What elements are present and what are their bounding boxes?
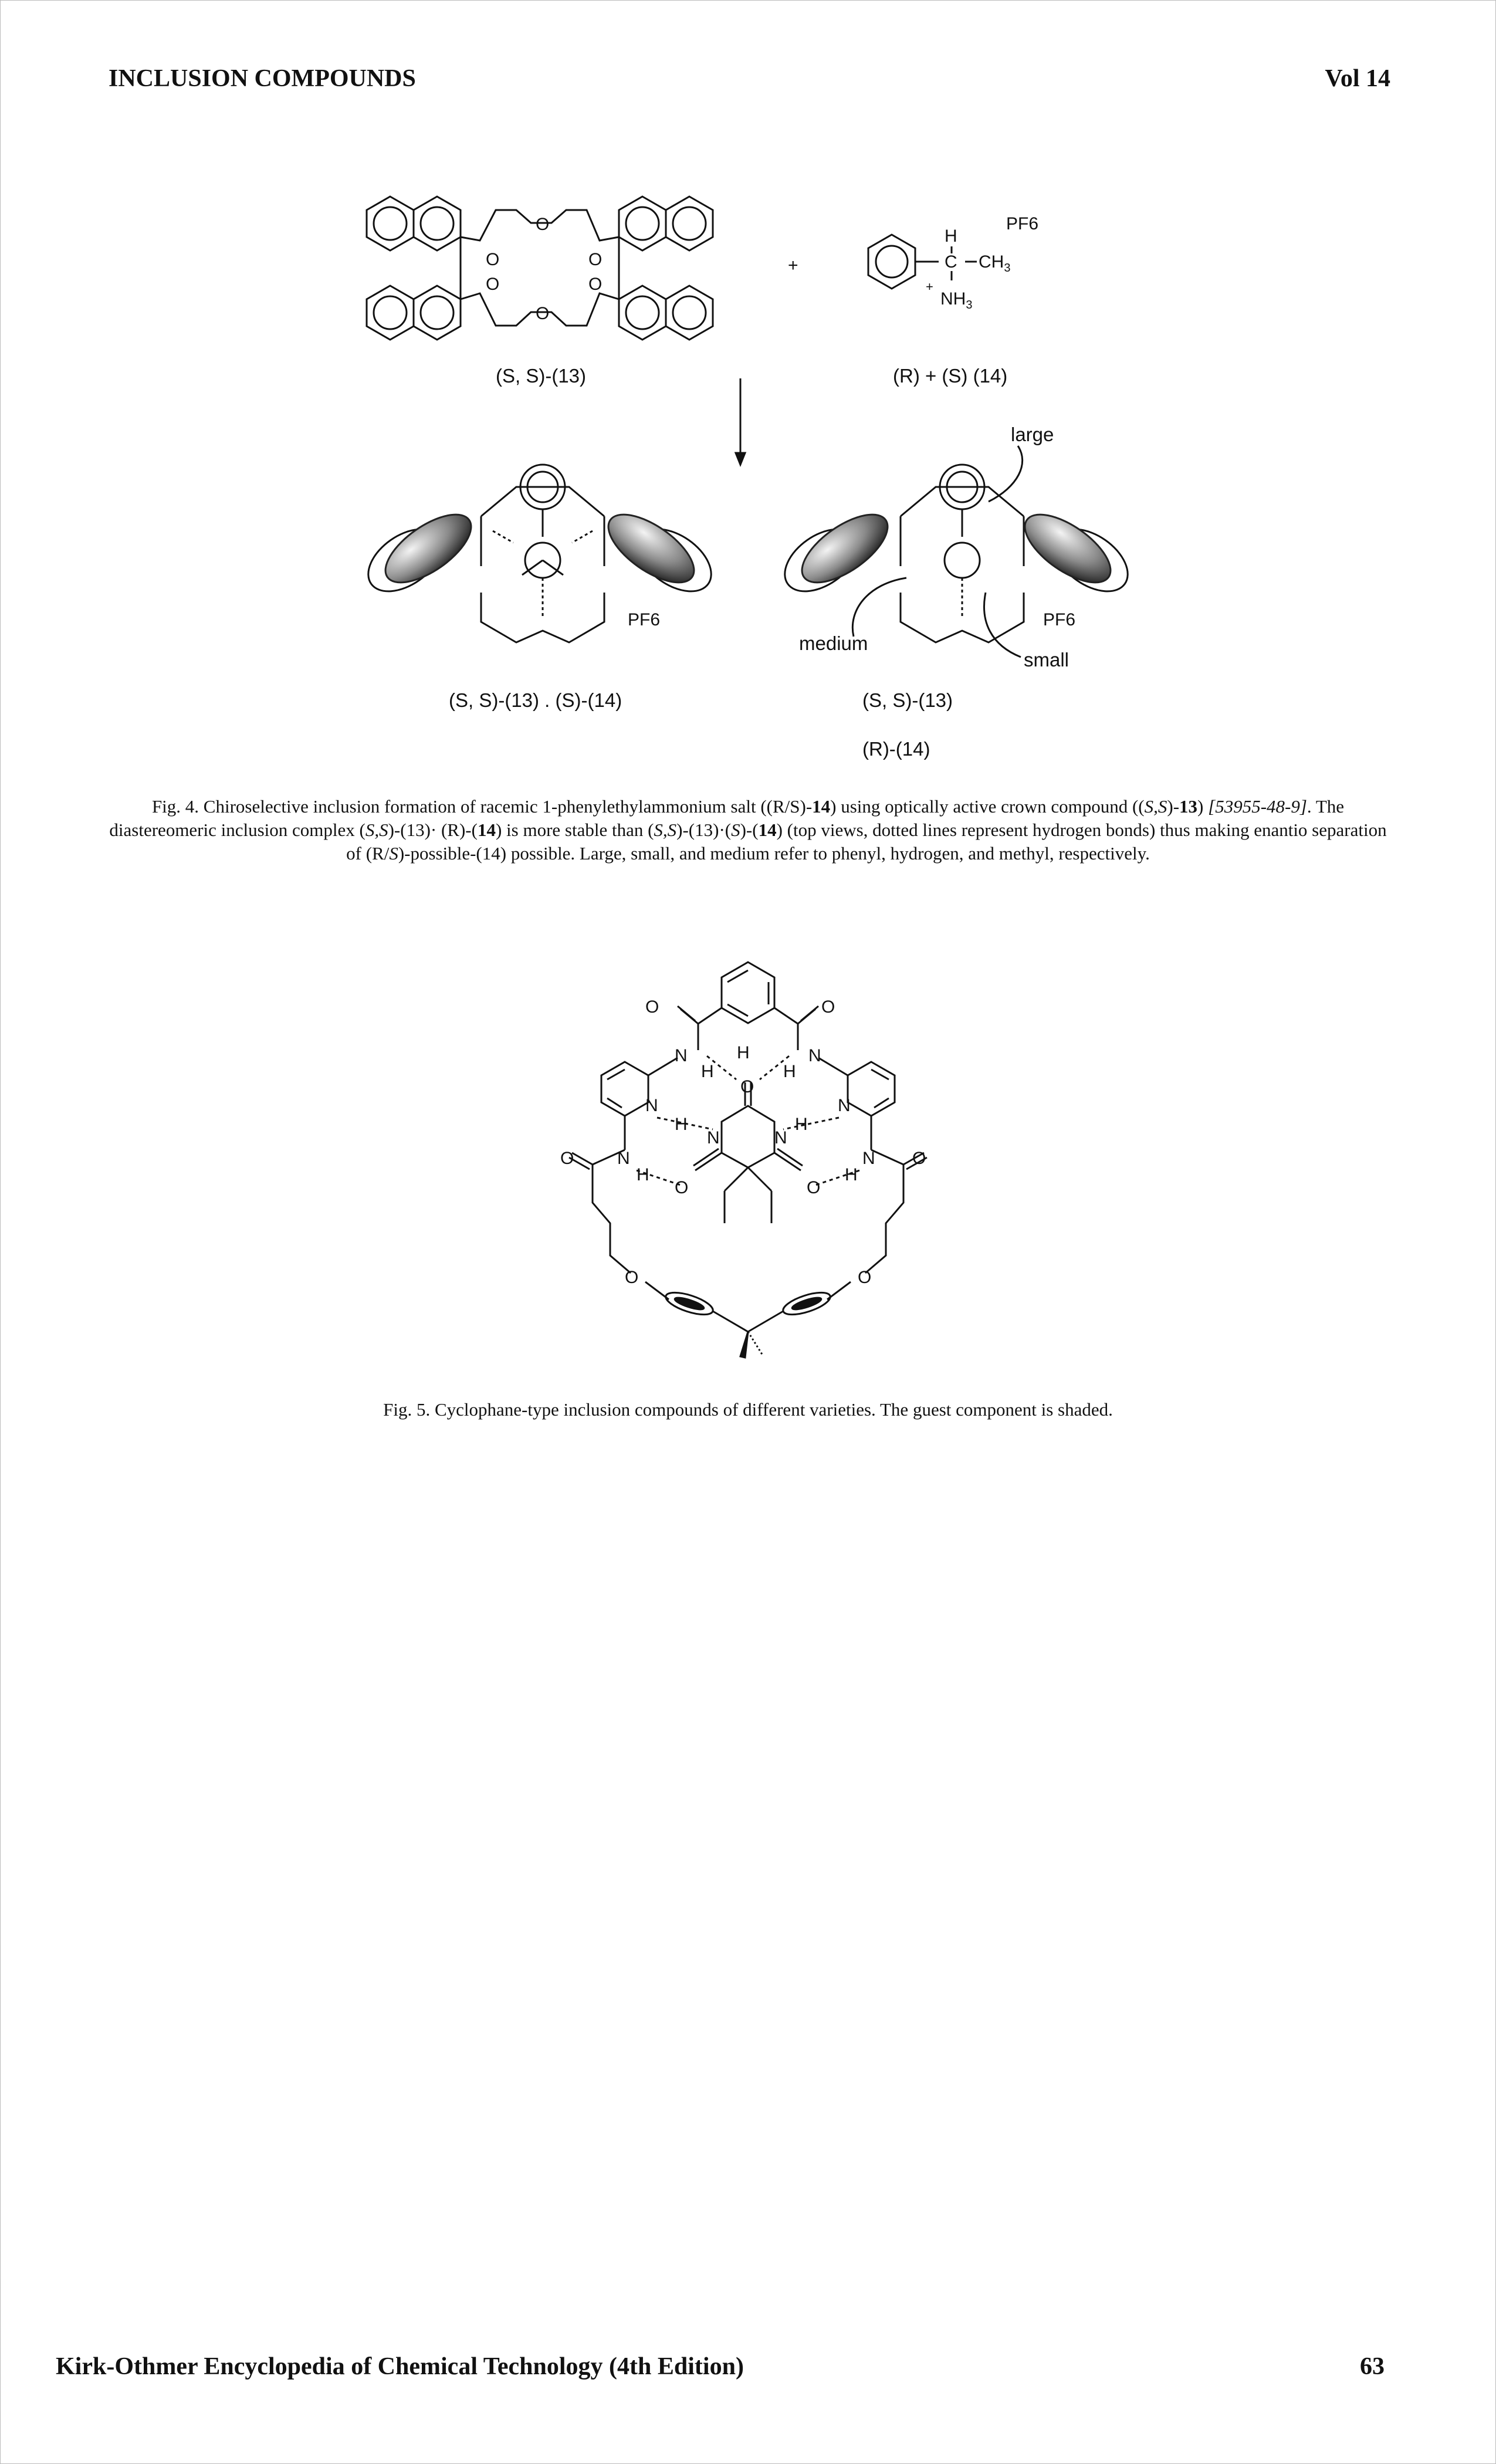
caption-text: S,S [1144,796,1167,817]
atom-H: H [783,1062,796,1081]
figure-5-drawing [568,961,928,1359]
atom-H: H [637,1165,649,1184]
caption-text: S,S [654,820,677,840]
caption-text: )- [1167,796,1180,817]
atom-O: O [912,1149,926,1168]
caption-text: 14 [758,820,777,840]
atom-N: N [675,1046,688,1065]
atom-O: O [536,215,550,234]
plus-sign: + [788,256,798,275]
complex-left-drawing [367,463,712,644]
complex-right-label-1: (S, S)-(13) [862,689,953,711]
cas-number: [53955-48-9] [1208,796,1307,817]
atom-H: H [845,1165,858,1184]
atom-O: O [645,997,659,1017]
atom-O: O [588,275,603,294]
caption-text: ) using optically active crown compound … [830,796,1145,817]
atom-O: O [675,1178,689,1197]
caption-text: )-possible-(14) possible. Large, small, … [398,843,1150,864]
figure-4-drawing [365,195,1129,658]
caption-text: . The diastereomeric inclusion complex ( [109,796,1345,840]
footer-page-number: 63 [1360,2353,1385,2380]
atom-charge: + [926,279,933,294]
compound-13-label: (S, S)-(13) [496,365,587,387]
atom-N: N [808,1046,821,1065]
atom-N: N [838,1096,851,1115]
complex-right-drawing [784,445,1129,658]
pf6-anion: PF6 [1006,214,1039,233]
atom-H: H [675,1115,688,1134]
atom-O: O [486,275,500,294]
atom-O: O [625,1268,639,1287]
atom-CH3: CH3 [979,252,1011,275]
atom-O: O [821,997,835,1017]
atom-N: N [617,1149,630,1168]
caption-text: 14 [477,820,496,840]
caption-text: ) [1197,796,1204,817]
atom-O: O [807,1178,821,1197]
atom-O: O [740,1077,754,1096]
atom-N: N [862,1149,875,1168]
complex-right-label-2: (R)-(14) [862,738,930,760]
complex-left-label: (S, S)-(13) . (S)-(14) [449,689,622,711]
atom-H: H [701,1062,714,1081]
atom-H: H [945,226,957,246]
footer-source: Kirk-Othmer Encyclopedia of Chemical Tec… [56,2353,744,2380]
label-medium: medium [799,632,868,654]
figure-5-caption: Fig. 5. Cyclophane-type inclusion compou… [383,1399,1113,1420]
caption-text: ) is more stable than ( [495,820,654,840]
atom-O: O [858,1268,872,1287]
caption-text: S,S [365,820,388,840]
caption-text: S [731,820,740,840]
atom-O: O [560,1149,574,1168]
caption-text: )-( [740,820,759,840]
caption-text: S [389,843,398,864]
atom-NH3: NH3 [940,289,973,312]
caption-text: )-(13)·( [676,820,732,840]
figure-4-caption: Fig. 4. Chiroselective inclusion formati… [106,795,1390,865]
label-large: large [1011,424,1054,445]
atom-C: C [945,252,957,272]
running-header-title: INCLUSION COMPOUNDS [109,65,416,92]
pf6-anion-left: PF6 [628,610,661,629]
compound-14-label: (R) + (S) (14) [893,365,1008,387]
atom-O: O [536,304,550,323]
caption-text: Fig. 4. Chiroselective inclusion formati… [151,796,813,817]
caption-text: ) (top views, dotted lines represent hyd… [346,820,1387,864]
atom-N: N [774,1128,787,1148]
pf6-anion-right: PF6 [1043,610,1076,629]
binaphthyl-right [618,195,714,341]
atom-O: O [588,250,603,269]
caption-text: 14 [812,796,831,817]
atom-N: N [707,1128,720,1148]
caption-text: 13 [1179,796,1198,817]
binaphthyl-left [365,195,462,341]
atom-H: H [795,1115,808,1134]
atom-N: N [645,1096,658,1115]
atom-O: O [486,250,500,269]
caption-text: )-(13)· (R)-( [388,820,478,840]
running-header-volume: Vol 14 [1325,65,1390,92]
label-small: small [1024,649,1069,671]
atom-H: H [737,1043,750,1062]
